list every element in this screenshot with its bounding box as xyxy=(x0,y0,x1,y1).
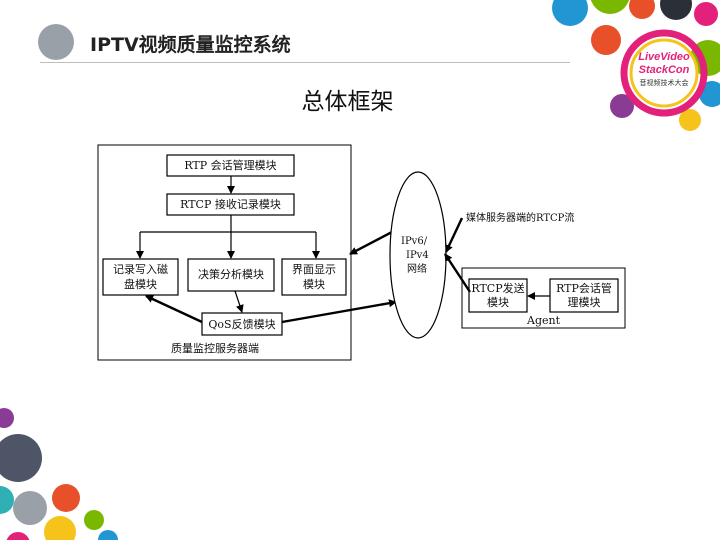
bubble-grey-icon xyxy=(38,24,74,60)
logo-text-line1: LiveVideo xyxy=(638,51,690,63)
agent-arrows xyxy=(443,217,550,300)
ui-display-box xyxy=(281,258,347,296)
agent-container xyxy=(461,267,626,329)
agent-container-label: Agent xyxy=(527,314,560,327)
network-label-line2: IPv4 xyxy=(406,250,429,261)
network-label-line3: 网络 xyxy=(407,264,427,275)
title-divider xyxy=(40,62,570,63)
agent-rtp-session-label-line2: 理模块 xyxy=(567,296,601,309)
qos-label: QoS反馈模块 xyxy=(208,318,276,331)
decision-box xyxy=(187,258,275,292)
qos-box xyxy=(201,312,283,336)
disk-write-box xyxy=(102,258,179,296)
event-logo-icon xyxy=(620,29,708,117)
rtcp-send-label-line1: RTCP发送 xyxy=(471,282,525,295)
slide-title: IPTV视频质量监控系统 xyxy=(90,34,291,56)
decorative-bubbles-bottom-left xyxy=(0,408,118,540)
rtcp-receive-label: RTCP 接收记录模块 xyxy=(180,198,281,211)
agent-rtp-session-box xyxy=(549,278,619,313)
logo-text-line2: StackCon xyxy=(638,64,690,76)
decision-label: 决策分析模块 xyxy=(198,268,264,281)
agent-rtp-session-label-line1: RTP会话管 xyxy=(556,282,612,295)
slide-subtitle: 总体框架 xyxy=(301,89,394,115)
disk-write-label-line2: 盘模块 xyxy=(124,278,157,291)
rtcp-send-box xyxy=(468,278,528,313)
rtp-session-label: RTP 会话管理模块 xyxy=(184,159,277,172)
server-arrows xyxy=(136,176,397,324)
network-label-line1: IPv6/ xyxy=(401,236,428,247)
ui-display-label-line1: 界面显示 xyxy=(292,263,336,276)
logo-text-line3: 音视频技术大会 xyxy=(639,80,689,87)
disk-write-label-line1: 记录写入磁 xyxy=(113,263,168,276)
event-logo: LiveVideo StackCon 音视频技术大会 xyxy=(628,47,700,101)
media-flow-label: 媒体服务器端的RTCP流 xyxy=(466,213,575,224)
server-container-label: 质量监控服务器端 xyxy=(171,342,259,355)
ui-display-label-line2: 模块 xyxy=(303,278,325,291)
rtcp-send-label-line2: 模块 xyxy=(487,296,509,309)
